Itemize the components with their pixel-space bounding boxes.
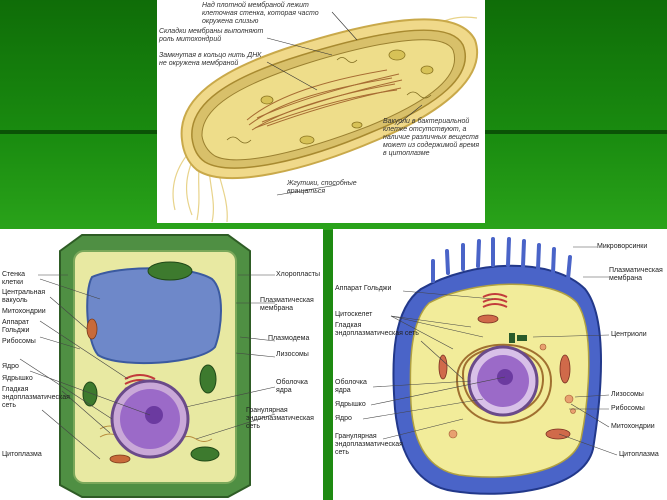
label-nucleolus: Ядрышко [2,375,33,382]
plant-cell-illustration [19,234,276,498]
label-nuclear-envelope: Оболочка ядра [276,379,308,394]
label-golgi-animal: Аппарат Гольджи [335,285,392,292]
label-plasmodesma: Плазмодема [268,335,310,342]
label-ribosomes-animal: Рибосомы [611,405,645,412]
label-flagella: Жгутики, способные вращаться [287,180,357,195]
label-microvilli: Микроворсинки [597,243,648,250]
label-lysosomes: Лизосомы [276,351,309,358]
label-nucleolus-animal: Ядрышко [335,401,366,408]
label-dna-ring: Замкнутая в кольцо нить ДНК не окружена … [159,52,262,67]
label-plasma-membrane-animal: Плазматическая мембрана [609,267,663,282]
label-nuclear-envelope-animal: Оболочка ядра [335,379,367,394]
label-golgi: Аппарат Гольджи [2,319,30,334]
label-central-vacuole: Центральная вакуоль [2,289,46,304]
label-smooth-er-animal: Гладкая эндоплазматическая сеть [335,322,419,337]
plant-cell-panel: Стенка клетки Центральная вакуоль Митохо… [0,229,323,500]
label-nucleus-animal: Ядро [335,415,352,422]
label-membrane-folds: Складки мембраны выполняют роль митохонд… [159,28,264,43]
label-cytoskeleton: Цитоскелет [335,311,373,318]
label-cell-wall: Стенка клетки [2,271,26,286]
label-vacuoles-absent: Вакуоли в бактериальной клетке отсутству… [383,118,480,157]
label-plasma-membrane: Плазматическая мембрана [260,297,314,312]
label-cell-wall-bacterium: Над плотной мембраной лежит клеточная ст… [202,2,319,25]
label-mitochondria: Митохондрии [2,308,46,315]
label-cytoplasm-animal: Цитоплазма [619,451,659,458]
label-rough-er: Гранулярная эндоплазматическая сеть [246,407,314,430]
bacterium-illustration [172,11,478,223]
label-smooth-er: Гладкая эндоплазматическая сеть [2,386,70,409]
animal-cell-panel: Аппарат Гольджи Цитоскелет Гладкая эндоп… [333,229,667,500]
label-cytoplasm: Цитоплазма [2,451,42,458]
animal-cell-illustration [362,237,618,495]
label-chloroplasts: Хлоропласты [276,271,321,278]
bacterium-panel: Над плотной мембраной лежит клеточная ст… [157,0,485,223]
label-mitochondria-animal: Митохондрии [611,423,655,430]
label-nucleus: Ядро [2,363,19,370]
label-lysosomes-animal: Лизосомы [611,391,644,398]
label-centrioles: Центриоли [611,331,647,338]
label-ribosomes: Рибосомы [2,338,36,345]
label-rough-er-animal: Гранулярная эндоплазматическая сеть [335,433,403,456]
